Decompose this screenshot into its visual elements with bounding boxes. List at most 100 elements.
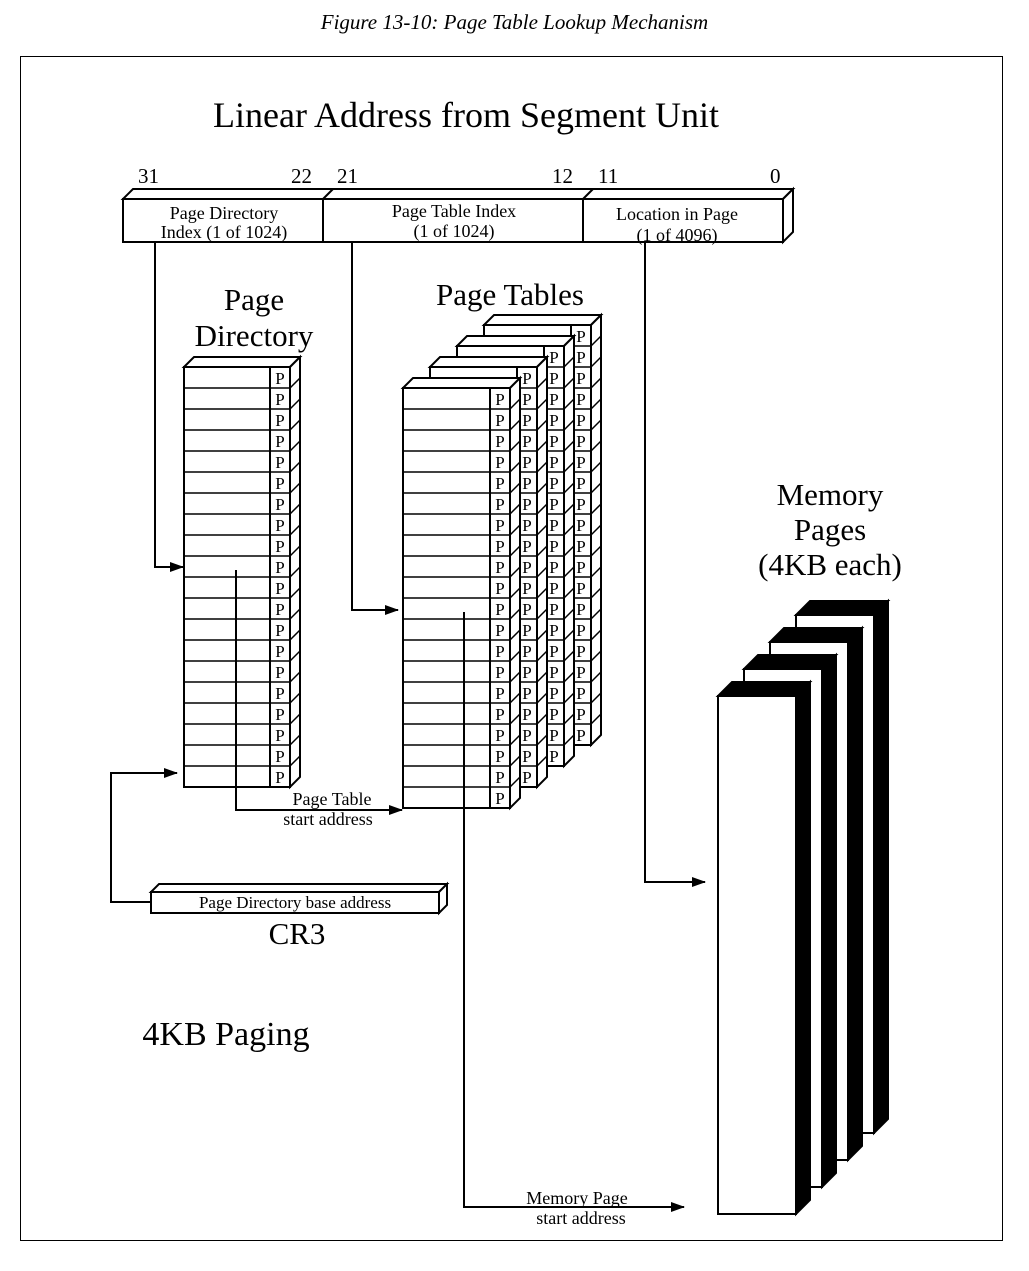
- present-flag-cell: P: [275, 726, 284, 745]
- cr3-register: [148, 881, 450, 916]
- present-flag-cell: P: [576, 495, 585, 514]
- present-flag-cell: P: [275, 411, 284, 430]
- page-tables-stack: PPPPPPPPPPPPPPPPPPPPPPPPPPPPPPPPPPPPPPPP…: [400, 312, 604, 811]
- linear-address-heading: Linear Address from Segment Unit: [213, 95, 719, 135]
- present-flag-cell: P: [495, 432, 504, 451]
- present-flag-cell: P: [549, 684, 558, 703]
- linear-address-bar: [120, 186, 796, 245]
- page-offset-field-line2: (1 of 4096): [637, 225, 718, 246]
- memory-page-start-label-line1: Memory Page: [526, 1188, 627, 1208]
- present-flag-cell: P: [495, 516, 504, 535]
- present-flag-cell: P: [495, 411, 504, 430]
- present-flag-cell: P: [549, 642, 558, 661]
- page-tables-title: Page Tables: [436, 277, 584, 312]
- figure-caption: Figure 13-10: Page Table Lookup Mechanis…: [320, 10, 709, 34]
- present-flag-cell: P: [522, 705, 531, 724]
- present-flag-cell: P: [549, 663, 558, 682]
- present-flag-cell: P: [576, 390, 585, 409]
- present-flag-cell: P: [275, 705, 284, 724]
- directory-index-field-line1: Page Directory: [170, 203, 278, 223]
- page-offset-arrow: [644, 242, 706, 887]
- present-flag-cell: P: [275, 663, 284, 682]
- present-flag-cell: P: [275, 684, 284, 703]
- present-flag-cell: P: [576, 537, 585, 556]
- present-flag-cell: P: [522, 600, 531, 619]
- present-flag-cell: P: [275, 642, 284, 661]
- bit-12-label: 12: [552, 164, 573, 188]
- present-flag-cell: P: [576, 348, 585, 367]
- present-flag-cell: P: [495, 600, 504, 619]
- present-flag-cell: P: [522, 768, 531, 787]
- present-flag-cell: P: [495, 453, 504, 472]
- table-index-arrow: [351, 242, 399, 615]
- present-flag-cell: P: [549, 705, 558, 724]
- present-flag-cell: P: [549, 621, 558, 640]
- present-flag-cell: P: [522, 411, 531, 430]
- cr3-register-text: Page Directory base address: [199, 893, 391, 912]
- present-flag-cell: P: [495, 726, 504, 745]
- present-flag-cell: P: [549, 390, 558, 409]
- present-flag-cell: P: [549, 537, 558, 556]
- present-flag-cell: P: [549, 348, 558, 367]
- present-flag-cell: P: [275, 537, 284, 556]
- present-flag-cell: P: [576, 663, 585, 682]
- present-flag-cell: P: [522, 684, 531, 703]
- memory-pages-stack: [715, 598, 891, 1217]
- present-flag-cell: P: [576, 411, 585, 430]
- present-flag-cell: P: [576, 558, 585, 577]
- directory-index-arrow: [154, 242, 184, 572]
- present-flag-cell: P: [576, 474, 585, 493]
- present-flag-cell: P: [522, 642, 531, 661]
- present-flag-cell: P: [522, 579, 531, 598]
- present-flag-cell: P: [576, 642, 585, 661]
- present-flag-cell: P: [275, 390, 284, 409]
- present-flag-cell: P: [576, 579, 585, 598]
- present-flag-cell: P: [522, 747, 531, 766]
- page-directory-title-line2: Directory: [195, 318, 314, 353]
- present-flag-cell: P: [275, 453, 284, 472]
- present-flag-cell: P: [576, 705, 585, 724]
- memory-page-1: [715, 679, 813, 1217]
- present-flag-cell: P: [549, 558, 558, 577]
- present-flag-cell: P: [495, 558, 504, 577]
- present-flag-cell: P: [549, 369, 558, 388]
- present-flag-cell: P: [522, 474, 531, 493]
- page-directory-title-line1: Page: [224, 282, 284, 317]
- bit-22-label: 22: [291, 164, 312, 188]
- present-flag-cell: P: [549, 432, 558, 451]
- present-flag-cell: P: [549, 495, 558, 514]
- present-flag-cell: P: [275, 516, 284, 535]
- memory-pages-title-line1: Memory: [777, 477, 884, 512]
- memory-page-start-arrow: [463, 612, 685, 1212]
- bit-21-label: 21: [337, 164, 358, 188]
- present-flag-cell: P: [275, 579, 284, 598]
- present-flag-cell: P: [495, 705, 504, 724]
- directory-index-field-line2: Index (1 of 1024): [161, 222, 287, 243]
- present-flag-cell: P: [576, 327, 585, 346]
- page-table-start-label-line1: Page Table: [293, 789, 372, 809]
- present-flag-cell: P: [522, 495, 531, 514]
- present-flag-cell: P: [522, 369, 531, 388]
- present-flag-cell: P: [495, 663, 504, 682]
- present-flag-cell: P: [275, 621, 284, 640]
- present-flag-cell: P: [495, 768, 504, 787]
- memory-pages-title-line3: (4KB each): [758, 547, 902, 582]
- present-flag-cell: P: [275, 558, 284, 577]
- memory-page-start-label-line2: start address: [536, 1208, 625, 1228]
- present-flag-cell: P: [549, 747, 558, 766]
- present-flag-cell: P: [576, 369, 585, 388]
- page-offset-field-line1: Location in Page: [616, 204, 738, 224]
- present-flag-cell: P: [495, 390, 504, 409]
- bit-0-label: 0: [770, 164, 781, 188]
- present-flag-cell: P: [275, 474, 284, 493]
- present-flag-cell: P: [576, 621, 585, 640]
- bit-11-label: 11: [598, 164, 618, 188]
- present-flag-cell: P: [495, 495, 504, 514]
- present-flag-cell: P: [495, 537, 504, 556]
- bit-31-label: 31: [138, 164, 159, 188]
- present-flag-cell: P: [522, 432, 531, 451]
